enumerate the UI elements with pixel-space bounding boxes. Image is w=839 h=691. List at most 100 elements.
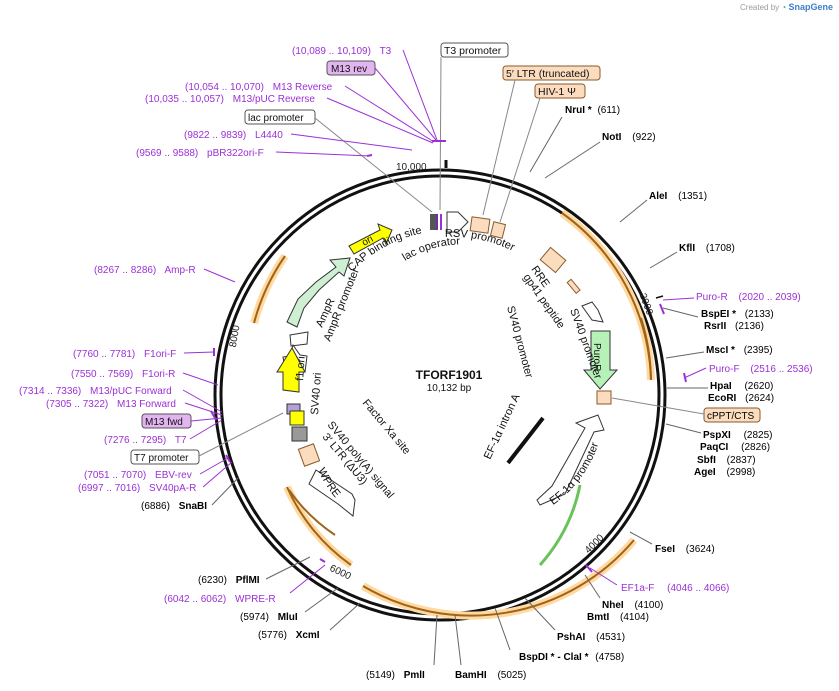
ef1a-promoter-arrow bbox=[536, 414, 605, 506]
leader-mlui bbox=[304, 587, 339, 613]
feature-lac-promoter: lac promoter bbox=[248, 113, 304, 124]
cppt-box bbox=[596, 390, 612, 405]
tick-label-4000: 4000 bbox=[583, 532, 607, 556]
label-puror: PuroR bbox=[591, 343, 602, 371]
top-feature-labels: T3 promoter 5′ LTR (truncated) HIV-1 Ψ bbox=[439, 42, 601, 223]
leader-sv40pa-r bbox=[202, 461, 233, 488]
leader-m13-forward bbox=[184, 402, 223, 416]
primer-ef1a-f: EF1a-F (4046 .. 4066) bbox=[621, 583, 729, 594]
leader-nrui bbox=[529, 116, 563, 173]
leader-xcmi bbox=[329, 602, 361, 631]
site-nrui: NruI * (611) bbox=[565, 105, 620, 116]
site-agei: AgeI (2998) bbox=[694, 467, 755, 478]
leader-l4440 bbox=[290, 133, 413, 151]
leader-kfli bbox=[649, 251, 678, 269]
t7-promoter-box bbox=[130, 449, 200, 465]
primer-m13-reverse: (10,054 .. 10,070) M13 Reverse bbox=[185, 82, 333, 93]
ltr-truncated-label: 5′ LTR (truncated) bbox=[506, 68, 589, 80]
site-xcmi: (5776) XcmI bbox=[258, 630, 320, 641]
hiv-psi-label-box bbox=[534, 83, 586, 99]
primer-puro-f: Puro-F (2516 .. 2536) bbox=[709, 364, 813, 375]
leader-f1ori-r bbox=[182, 372, 219, 386]
feature-cppt-label: cPPT/CTS bbox=[707, 411, 755, 422]
sv40-polya-box bbox=[291, 426, 308, 442]
site-bspdi-clai: BspDI * - ClaI * (4758) bbox=[519, 652, 624, 663]
primer-mark-pbr bbox=[366, 154, 373, 157]
leader-f1ori-f bbox=[183, 351, 215, 354]
leader-t7-promoter bbox=[198, 412, 284, 457]
leader-alei bbox=[619, 199, 648, 223]
ltr-truncated-box bbox=[469, 216, 491, 234]
snapgene-logo-icon: ◔ bbox=[781, 3, 787, 12]
site-sbfi: SbfI (2837) bbox=[697, 455, 756, 466]
feature-t3-mark bbox=[440, 214, 442, 230]
primer-puro-r: Puro-R (2020 .. 2039) bbox=[696, 292, 801, 303]
orf-arc-2 bbox=[640, 317, 652, 381]
sv40-ori-box bbox=[289, 410, 305, 426]
feature-cap-block bbox=[430, 214, 436, 230]
ampr-promoter-arrow bbox=[289, 331, 309, 347]
ltr-leader bbox=[482, 79, 516, 216]
primer-ebv-rev: (7051 .. 7070) EBV-rev bbox=[84, 470, 192, 481]
left-labels: (10,089 .. 10,109) T3 M13 rev (10,054 ..… bbox=[19, 46, 438, 494]
primer-mark-wpre-r bbox=[319, 558, 326, 563]
leader-snabi bbox=[211, 477, 239, 506]
orf-arc-4 bbox=[286, 486, 352, 566]
primer-m13-rev: M13 rev bbox=[331, 64, 367, 75]
leader-ef1a-f bbox=[589, 567, 618, 586]
leader-pspxi bbox=[665, 423, 702, 434]
f1-ori-arrow bbox=[276, 347, 306, 393]
primer-mark-puro-f bbox=[683, 372, 687, 383]
ef1a-green-arc bbox=[538, 484, 582, 566]
site-pflmi: (6230) PflMI bbox=[198, 575, 260, 586]
orf-arc-6 bbox=[253, 255, 286, 324]
site-bamhi: BamHI (5025) bbox=[455, 670, 526, 681]
watermark-prefix: Created by bbox=[740, 3, 780, 12]
leader-lac-promoter bbox=[314, 117, 433, 213]
feature-lac-mark bbox=[436, 214, 438, 230]
leader-pmli bbox=[433, 614, 438, 666]
leader-wpre-r bbox=[289, 564, 326, 594]
t3-promoter-label: T3 promoter bbox=[444, 45, 502, 57]
primer-m13-puc-reverse: (10,035 .. 10,057) M13/pUC Reverse bbox=[145, 94, 315, 105]
site-hpai: HpaI (2620) bbox=[710, 381, 773, 392]
leader-pflmi bbox=[265, 556, 311, 580]
leader-noti bbox=[544, 141, 601, 179]
label-factor-xa-site: Factor Xa site bbox=[360, 397, 413, 457]
ef1a-intron-bar bbox=[506, 416, 545, 465]
plasmid-size: 10,132 bp bbox=[427, 383, 472, 394]
site-alei: AleI (1351) bbox=[649, 191, 707, 202]
leader-t3 bbox=[402, 49, 438, 141]
primer-t7: (7276 .. 7295) T7 bbox=[104, 435, 187, 446]
leader-bspdi bbox=[494, 607, 511, 651]
primer-m13-forward: (7305 .. 7322) M13 Forward bbox=[46, 399, 176, 410]
leader-puro-f bbox=[683, 367, 707, 379]
leader-nhei bbox=[584, 574, 601, 599]
tick-2000 bbox=[655, 295, 664, 299]
site-nhei: NheI (4100) bbox=[602, 600, 663, 611]
tick-label-10000: 10,000 bbox=[396, 162, 427, 173]
gp41-box bbox=[566, 278, 581, 294]
hiv-psi-leader bbox=[499, 97, 541, 223]
primer-t3: (10,089 .. 10,109) T3 bbox=[292, 46, 392, 57]
map-center: TFORF1901 10,132 bp bbox=[416, 368, 483, 394]
label-f1-ori: f1 ori bbox=[294, 356, 308, 381]
leader-pshai bbox=[524, 597, 556, 631]
leader-m13-fwd bbox=[190, 417, 223, 422]
leader-puro-r bbox=[662, 297, 695, 301]
site-paqci: PaqCI (2826) bbox=[700, 442, 770, 453]
orf-arc-5 bbox=[288, 489, 336, 536]
hiv-psi-label: HIV-1 Ψ bbox=[538, 86, 576, 98]
orf-arc-6-halo bbox=[250, 253, 289, 325]
leader-m13-rev bbox=[374, 67, 437, 141]
primer-mark-puro-r bbox=[659, 303, 665, 315]
leader-amp-r bbox=[203, 268, 236, 283]
site-mlui: (5974) MluI bbox=[240, 612, 298, 623]
features bbox=[276, 211, 619, 517]
site-pspxi: PspXI (2825) bbox=[703, 430, 772, 441]
sv40-promoter-arrow-1 bbox=[581, 301, 604, 323]
wpre-arrow bbox=[308, 469, 356, 517]
hiv-psi-box bbox=[489, 221, 507, 239]
leader-t7 bbox=[189, 419, 223, 440]
